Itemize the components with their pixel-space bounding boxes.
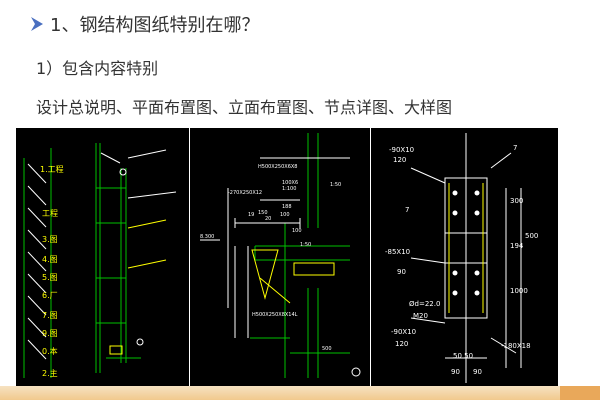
legend-item: 9.图 xyxy=(42,329,58,338)
dimension-label: -85X10 xyxy=(385,248,410,256)
legend-item: 5.图 xyxy=(42,273,58,282)
dimension-label: 500 xyxy=(322,346,332,352)
cad-drawing-beam-connection: H500X250X6X8 -270X250X12 100X6 1:100 1:5… xyxy=(190,128,370,386)
dimension-label: 500 xyxy=(525,232,538,240)
dimension-label: 100X6 xyxy=(282,180,298,186)
legend-item: 7.图 xyxy=(42,311,58,320)
dimension-label: -180X18 xyxy=(501,342,531,350)
dimension-label: 50 50 xyxy=(453,352,473,360)
dimension-label: 100 xyxy=(292,228,302,234)
dimension-label: -270X250X12 xyxy=(228,190,262,196)
dimension-label: 90 xyxy=(451,368,460,376)
arrow-bullet-icon xyxy=(30,16,44,32)
dimension-label: 300 xyxy=(510,197,523,205)
legend-item: 工程 xyxy=(42,209,58,218)
legend-item: 1.工程 xyxy=(40,165,64,174)
dimension-label: 1:100 xyxy=(282,186,296,192)
dimension-label: -90X10 xyxy=(389,146,414,154)
dimension-label: 1:50 xyxy=(300,242,311,248)
legend-item: 6.厂 xyxy=(42,291,58,300)
dimension-label: 150 xyxy=(258,210,268,216)
legend-item: 2.主 xyxy=(42,368,58,378)
footer-accent-tip xyxy=(560,386,600,400)
dimension-label: M20 xyxy=(413,312,428,320)
dimension-label: H500X250X8X14L xyxy=(252,312,298,318)
cad-drawing-legend-elevation: 1.工程 工程 3.图 4.图 5.图 6.厂 7.图 9.图 0.本 2.主 xyxy=(16,128,189,386)
dimension-label: 7 xyxy=(405,206,409,214)
dimension-label: 100 xyxy=(280,212,290,218)
cad-drawing-plate-detail: -90X10 120 -85X10 90 Ød=22.0 M20 -90X10 … xyxy=(371,128,558,386)
dimension-label: 194 xyxy=(510,242,524,250)
dimension-label: 20 xyxy=(265,216,271,222)
dimension-label: -90X10 xyxy=(391,328,416,336)
dimension-label: 19 xyxy=(248,212,254,218)
dimension-label: H500X250X6X8 xyxy=(258,164,298,170)
dimension-label: 90 xyxy=(397,268,406,276)
heading-text: 1、钢结构图纸特别在哪？ xyxy=(50,15,260,36)
slide-heading: 1、钢结构图纸特别在哪？ xyxy=(30,10,259,38)
dimension-label: 188 xyxy=(282,204,292,210)
legend-item: 0.本 xyxy=(42,346,58,356)
dimension-label: 1000 xyxy=(510,287,528,295)
dimension-label: Ød=22.0 xyxy=(409,300,440,308)
dimension-label: 8.300 xyxy=(200,234,214,240)
legend-item: 4.图 xyxy=(42,255,58,264)
dimension-label: 120 xyxy=(393,156,406,164)
footer-accent-bar xyxy=(0,386,600,400)
subheading: 1）包含内容特别 xyxy=(36,59,159,78)
contents-list: 设计总说明、平面布置图、立面布置图、节点详图、大样图 xyxy=(36,98,453,117)
dimension-label: 120 xyxy=(395,340,408,348)
dimension-label: 7 xyxy=(513,144,517,152)
legend-item: 3.图 xyxy=(42,235,58,244)
dimension-label: 1:50 xyxy=(330,182,341,188)
dimension-label: 90 xyxy=(473,368,482,376)
